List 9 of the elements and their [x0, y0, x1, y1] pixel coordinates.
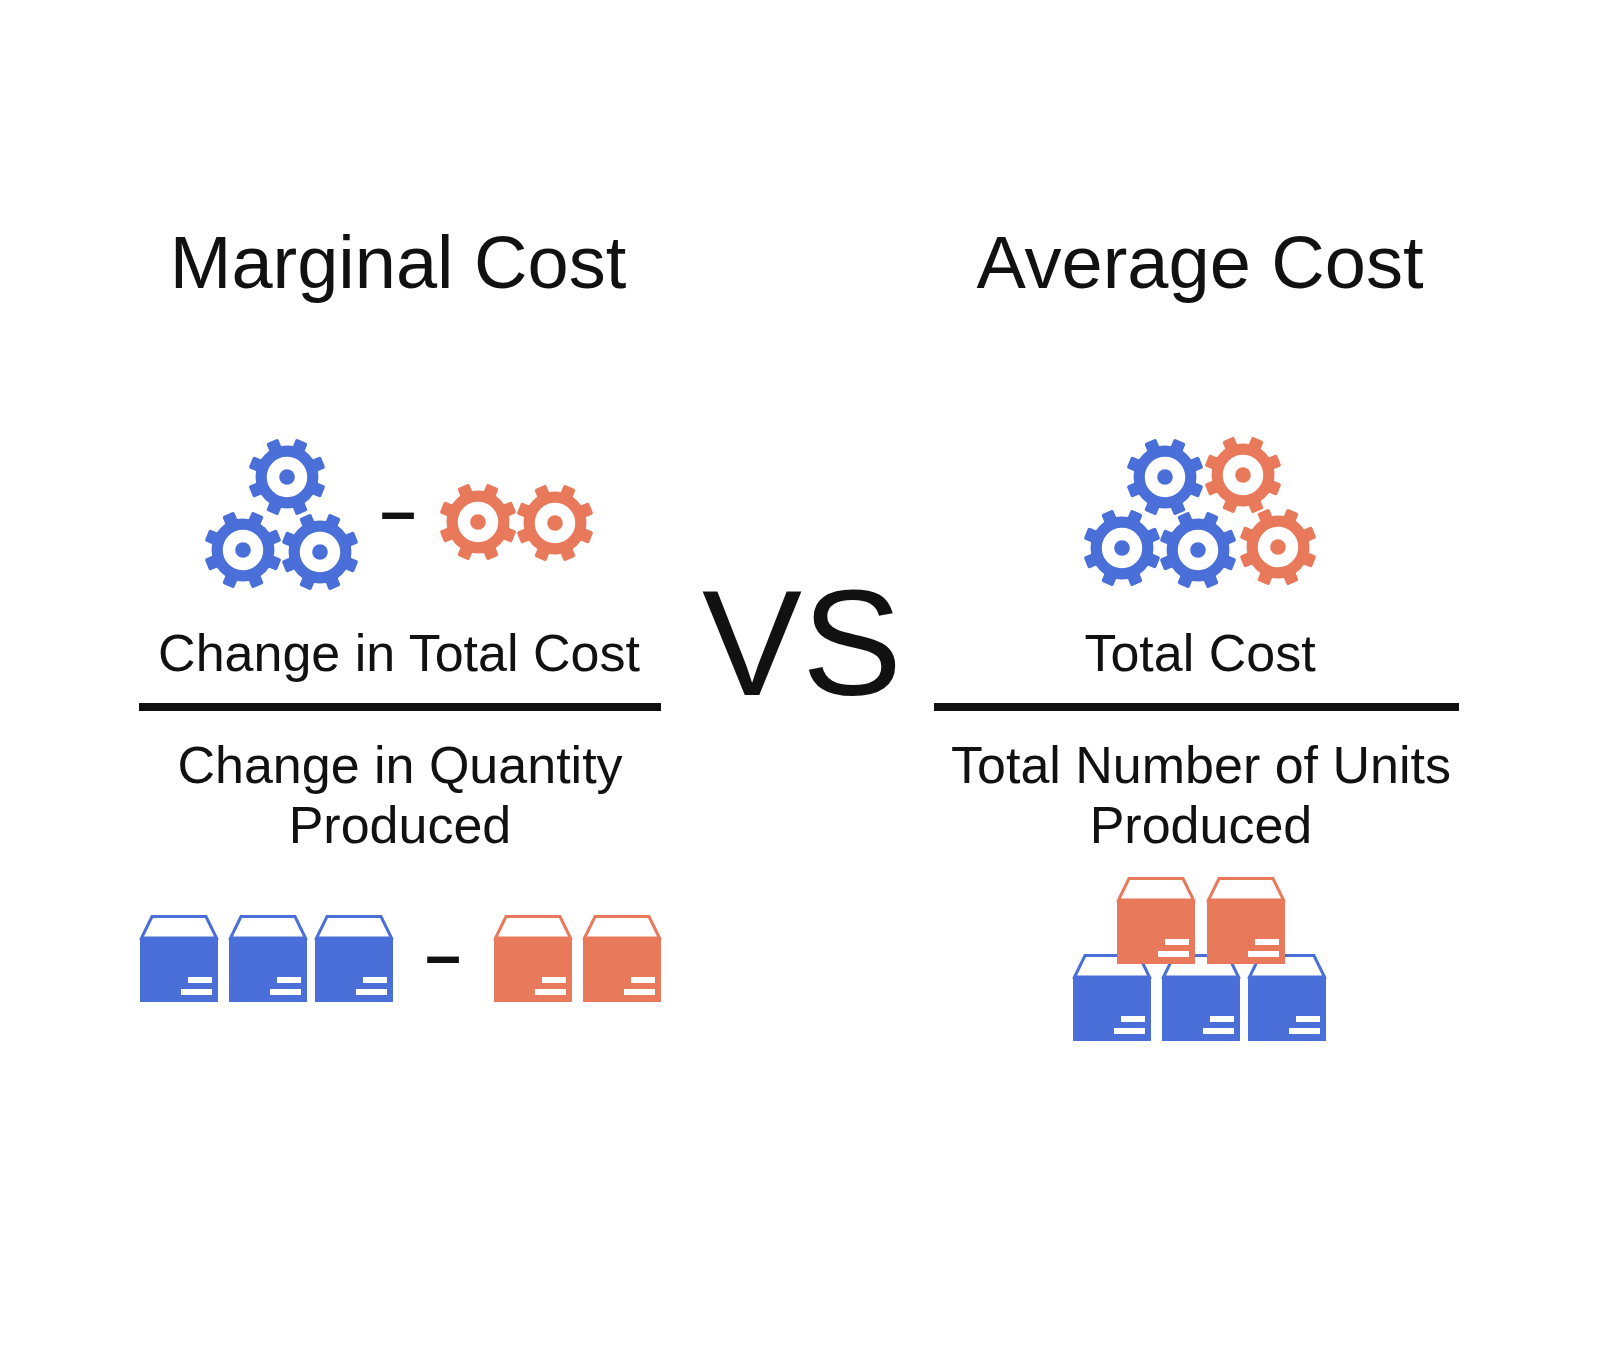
numerator-text: Total Cost [1083, 623, 1317, 684]
minus-sign: – [424, 918, 462, 993]
minus-sign: – [379, 474, 417, 549]
denominator-text: Change in Quantity Produced [176, 736, 624, 855]
vs-text: VS [700, 558, 904, 729]
numerator-text: Change in Total Cost [157, 623, 641, 684]
section-heading: Average Cost [975, 220, 1425, 306]
denominator-text: Total Number of Units Produced [950, 736, 1452, 855]
section-heading: Marginal Cost [168, 220, 628, 306]
